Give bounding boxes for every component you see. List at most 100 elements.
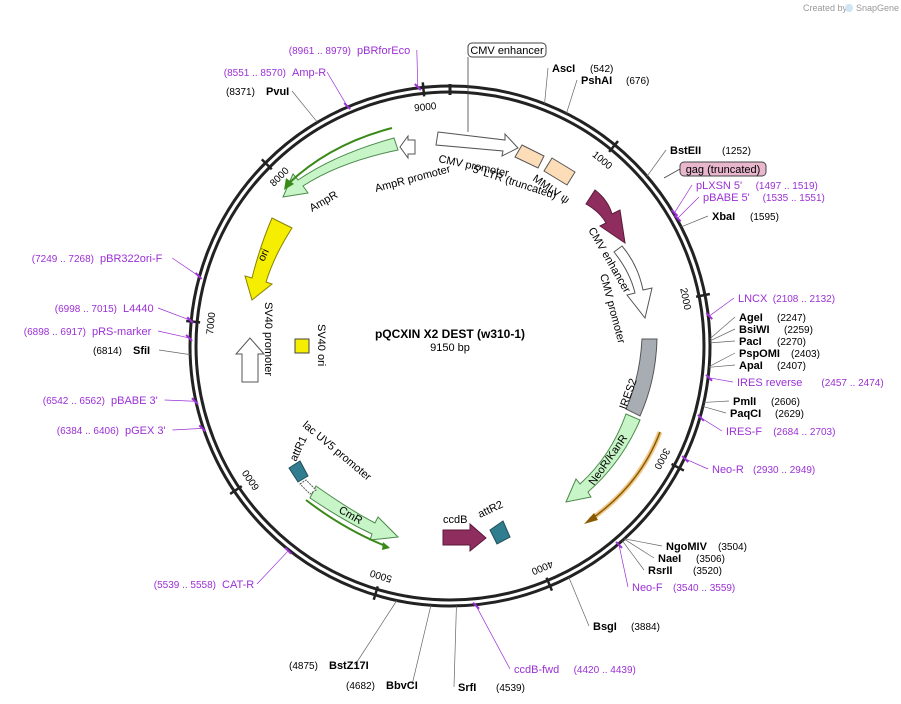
lac-uv5-promoter-feature[interactable] [299, 479, 317, 495]
primer-name: LNCX [738, 293, 768, 305]
primer-name: pBR322ori-F [100, 253, 163, 265]
enzyme-site-bsgi[interactable]: BsgI(3884) [593, 621, 660, 633]
primer-leader [157, 307, 191, 321]
enzyme-position: (542) [590, 64, 613, 75]
primer-leader [709, 297, 735, 317]
primer-position: (3540 .. 3559) [673, 583, 735, 594]
primer-amp-r[interactable]: (8551 .. 8570)Amp-R [224, 67, 327, 79]
enzyme-site-pshai[interactable]: PshAI(676) [581, 75, 649, 87]
cmr-feature[interactable] [309, 485, 400, 541]
ccdb-arrow[interactable] [442, 522, 487, 553]
enzyme-leader-bsiwi [709, 328, 736, 342]
sv40-ori-feature[interactable] [294, 338, 310, 354]
primer-name: L4440 [123, 303, 154, 315]
ampr-promoter-arrow[interactable] [399, 134, 416, 160]
enzyme-site-pvui[interactable]: (8371)PvuI [226, 86, 289, 98]
attr1-feature[interactable] [288, 460, 309, 483]
primer-name: Neo-F [632, 582, 663, 594]
enzyme-leader-paqci [702, 406, 727, 414]
primer-site-mark [681, 455, 689, 463]
enzyme-site-srfi[interactable]: SrfI(4539) [458, 682, 525, 694]
cmv-promoter-outer-arrow[interactable] [435, 131, 519, 157]
sv40-promoter-arrow[interactable] [234, 337, 266, 383]
enzyme-site-bbvci[interactable]: (4682)BbvCI [346, 680, 418, 692]
tick-label: 5000 [368, 567, 393, 584]
primer-plxsn-5-[interactable]: pLXSN 5'(1497 .. 1519) [696, 180, 818, 192]
enzyme-position: (2270) [777, 337, 806, 348]
primer-site-mark [194, 272, 203, 280]
primer-position: (1497 .. 1519) [756, 181, 818, 192]
enzyme-position: (6814) [93, 346, 122, 357]
neo-r-primer-arrow[interactable] [589, 431, 661, 521]
cmv-enhancer-inner-arrow[interactable] [585, 189, 626, 245]
tick-mark [608, 140, 619, 153]
primer-name: CAT-R [222, 579, 254, 591]
primer-name: pBABE 5' [703, 192, 750, 204]
enzyme-site-sfii[interactable]: (6814) SfiI [93, 345, 150, 357]
enzyme-position: (3504) [718, 542, 747, 553]
neor-feature[interactable] [565, 413, 641, 503]
primer-site-mark [615, 541, 623, 549]
enzyme-leader-sfii [158, 349, 191, 356]
enzyme-site-asci[interactable]: AscI(542) [552, 63, 613, 75]
ires2-feature[interactable] [625, 338, 658, 417]
primer-pbr322ori-f[interactable]: (7249 .. 7268)pBR322ori-F [32, 253, 163, 265]
lac-uv5-promoter-label: lac UV5 promoter [300, 419, 374, 483]
primer-cat-r[interactable]: (5539 .. 5558)CAT-R [154, 579, 255, 591]
enzyme-name: SfiI [133, 345, 150, 357]
primer-pgex-3-[interactable]: (6384 .. 6406)pGEX 3' [57, 425, 166, 437]
primer-ires-reverse[interactable]: IRES reverse(2457 .. 2474) [737, 377, 884, 389]
enzyme-site-bstz17i[interactable]: (4875)BstZ17I [289, 660, 369, 672]
enzyme-position: (1595) [750, 212, 779, 223]
tick-mark [421, 82, 426, 97]
enzyme-site-rsrii[interactable]: RsrII(3520) [648, 565, 722, 577]
enzyme-site-pmli[interactable]: PmlI(2606) [733, 396, 800, 408]
mmlv-psi-feature[interactable] [543, 157, 576, 186]
plasmid-name: pQCXIN X2 DEST (w310-1) [375, 327, 525, 341]
enzyme-leader-rsrii [622, 540, 645, 571]
enzyme-name: SrfI [458, 682, 476, 694]
primer-ccdb-fwd[interactable]: ccdB-fwd(4420 .. 4439) [514, 664, 636, 676]
enzyme-site-ngomiv[interactable]: NgoMIV(3504) [666, 541, 747, 553]
attr1-label: attR1 [288, 434, 310, 463]
primer-site-mark [697, 414, 705, 422]
ori-feature[interactable] [244, 217, 293, 301]
primer-neo-f[interactable]: Neo-F (3540 .. 3559) [632, 582, 735, 594]
enzyme-name: PspOMI [739, 348, 780, 360]
primer-prs-marker[interactable]: (6898 .. 6917)pRS-marker [24, 326, 152, 338]
enzyme-site-apai[interactable]: ApaI(2407) [739, 360, 806, 372]
primer-leader [157, 330, 190, 339]
cmv-enhancer-box[interactable] [467, 42, 547, 58]
enzyme-site-pspomi[interactable]: PspOMI(2403) [739, 348, 820, 360]
primer-position: (2108 .. 2132) [773, 294, 835, 305]
primer-l4440[interactable]: (6998 .. 7015)L4440 [55, 303, 154, 315]
enzyme-site-paqci[interactable]: PaqCI(2629) [730, 408, 804, 420]
primer-lncx[interactable]: LNCX (2108 .. 2132) [738, 293, 835, 305]
primer-pbrforeco[interactable]: (8961 .. 8979)pBRforEco [289, 45, 410, 57]
cmv-promoter-inner-arrow[interactable] [613, 245, 653, 320]
enzyme-position: (2259) [784, 325, 813, 336]
primer-site-mark [343, 102, 351, 110]
created-by-label: Created by [803, 3, 848, 13]
primer-neo-r[interactable]: Neo-R(2930 .. 2949) [712, 464, 815, 476]
enzyme-site-bsteii[interactable]: BstEII(1252) [670, 145, 751, 157]
enzyme-site-agei[interactable]: AgeI(2247) [739, 312, 806, 324]
primer-site-mark [670, 209, 679, 217]
snapgene-logo-icon [845, 4, 853, 12]
primer-position: (6898 .. 6917) [24, 327, 86, 338]
enzyme-position: (4682) [346, 681, 375, 692]
ltr-feature[interactable] [514, 144, 545, 169]
enzyme-site-naei[interactable]: NaeI(3506) [658, 553, 725, 565]
primer-name: ccdB-fwd [514, 664, 559, 676]
enzyme-site-xbai[interactable]: XbaI(1595) [712, 211, 779, 223]
enzyme-site-bsiwi[interactable]: BsiWI(2259) [739, 324, 813, 336]
primer-pbabe-5-[interactable]: pBABE 5'(1535 .. 1551) [703, 192, 825, 204]
enzyme-site-paci[interactable]: PacI(2270) [739, 336, 806, 348]
primer-leader [416, 49, 419, 88]
primer-ires-f[interactable]: IRES-F(2684 .. 2703) [726, 426, 835, 438]
attr2-feature[interactable] [489, 520, 511, 545]
enzyme-name: PmlI [733, 396, 756, 408]
primer-pbabe-3-[interactable]: (6542 .. 6562)pBABE 3' [43, 395, 158, 407]
primer-site-mark [284, 547, 292, 555]
